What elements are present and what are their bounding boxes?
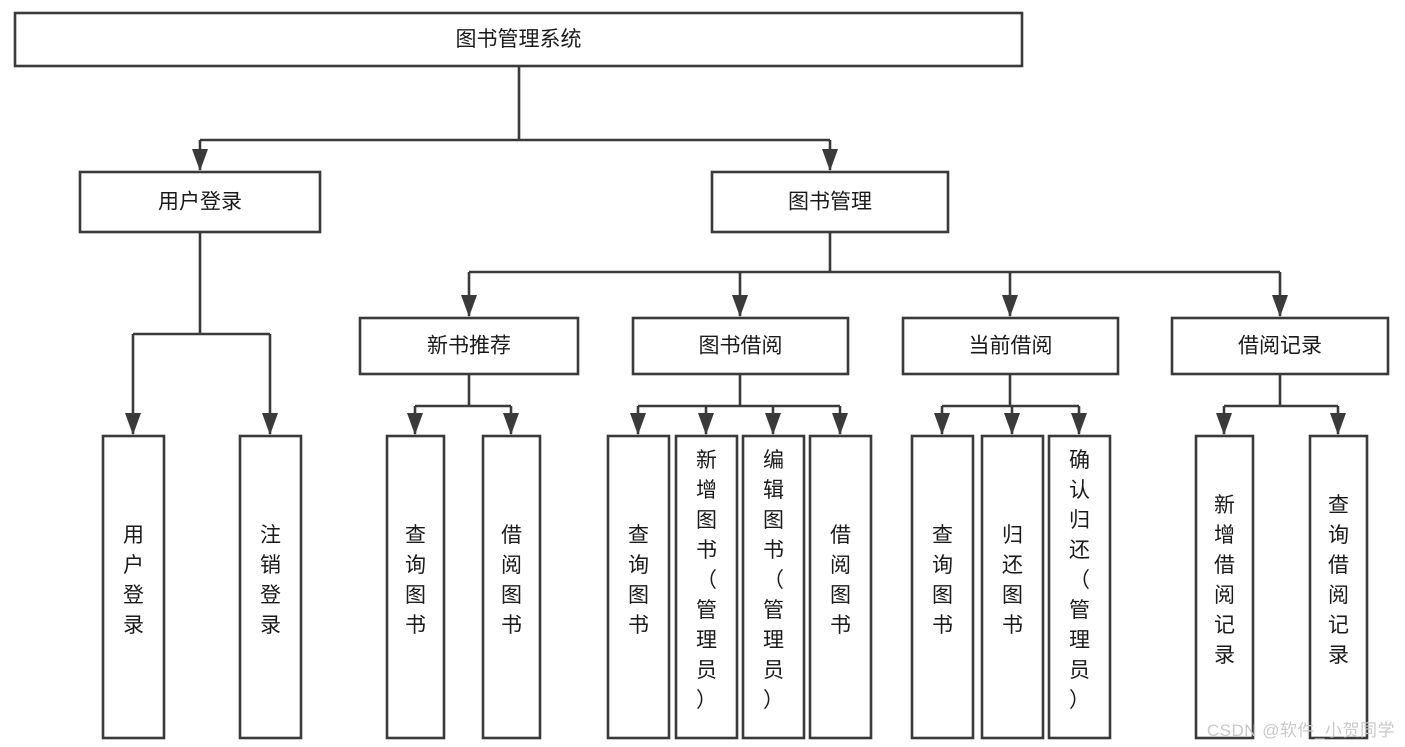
node-label: 当前借阅 (969, 335, 1053, 358)
node-label: 图书管理 (788, 191, 872, 214)
arrow-head-icon (1272, 295, 1288, 317)
node-box[interactable] (1170, 316, 1390, 376)
arrow-head-icon (765, 413, 781, 435)
node-label: 图书管理系统 (456, 28, 582, 51)
node-label: 借阅记录 (1238, 335, 1322, 358)
arrow-head-icon (1216, 413, 1232, 435)
arrow-head-icon (1002, 295, 1018, 317)
node-box[interactable] (901, 316, 1120, 376)
connector-layer (125, 66, 1346, 435)
node-leaf-图书借阅-查询图书[interactable]: 查询图书 (606, 434, 671, 740)
node-leaf-当前借阅-确认归还（管理员）[interactable]: 确认归还（管理员） (1047, 434, 1112, 740)
node-box[interactable] (674, 434, 739, 740)
node-label: 用户登录 (158, 191, 242, 214)
node-box[interactable] (78, 170, 322, 234)
node-leaf-借阅记录-查询借阅记录[interactable]: 查询借阅记录 (1308, 434, 1369, 740)
node-box[interactable] (1194, 434, 1255, 740)
node-leaf-借阅记录-新增借阅记录[interactable]: 新增借阅记录 (1194, 434, 1255, 740)
connector-group (125, 232, 278, 435)
node-label: 借阅图书 (501, 524, 522, 637)
arrow-head-icon (192, 149, 208, 171)
node-box[interactable] (606, 434, 671, 740)
node-label: 编辑图书（管理员） (763, 449, 784, 712)
watermark-text: CSDN @软件_小贺同学 (1206, 721, 1395, 740)
node-label: 借阅图书 (830, 524, 851, 637)
node-leaf-图书借阅-借阅图书[interactable]: 借阅图书 (808, 434, 873, 740)
arrow-head-icon (1004, 413, 1020, 435)
node-box[interactable] (1308, 434, 1369, 740)
node-label: 新增图书（管理员） (696, 449, 717, 712)
node-box[interactable] (741, 434, 806, 740)
node-label: 新增借阅记录 (1214, 494, 1235, 667)
node-root-图书管理系统[interactable]: 图书管理系统 (13, 11, 1024, 68)
node-label: 查询图书 (405, 524, 426, 637)
connector-group (630, 374, 848, 435)
node-box[interactable] (808, 434, 873, 740)
node-level3-当前借阅[interactable]: 当前借阅 (901, 316, 1120, 376)
arrow-head-icon (125, 413, 141, 435)
node-box[interactable] (481, 434, 542, 740)
arrow-head-icon (698, 413, 714, 435)
node-box[interactable] (13, 11, 1024, 68)
arrow-head-icon (1330, 413, 1346, 435)
connector-group (192, 66, 838, 171)
node-level3-新书推荐[interactable]: 新书推荐 (358, 316, 580, 376)
arrow-head-icon (503, 413, 519, 435)
node-leaf-用户登录-用户登录[interactable]: 用户登录 (101, 434, 166, 740)
node-level2-用户登录[interactable]: 用户登录 (78, 170, 322, 234)
node-box[interactable] (710, 170, 950, 234)
node-leaf-图书借阅-编辑图书（管理员）[interactable]: 编辑图书（管理员） (741, 434, 806, 740)
node-label: 归还图书 (1002, 524, 1023, 637)
node-label: 查询图书 (628, 524, 649, 637)
node-box[interactable] (1047, 434, 1112, 740)
node-leaf-新书推荐-借阅图书[interactable]: 借阅图书 (481, 434, 542, 740)
node-leaf-图书借阅-新增图书（管理员）[interactable]: 新增图书（管理员） (674, 434, 739, 740)
arrow-head-icon (1071, 413, 1087, 435)
node-box[interactable] (238, 434, 303, 740)
node-label: 新书推荐 (427, 335, 511, 358)
arrow-head-icon (822, 149, 838, 171)
node-leaf-新书推荐-查询图书[interactable]: 查询图书 (385, 434, 446, 740)
node-leaf-用户登录-注销登录[interactable]: 注销登录 (238, 434, 303, 740)
node-label: 注销登录 (260, 524, 281, 637)
node-label: 查询图书 (932, 524, 953, 637)
node-box[interactable] (980, 434, 1045, 740)
node-label: 查询借阅记录 (1328, 494, 1349, 667)
arrow-head-icon (461, 295, 477, 317)
arrow-head-icon (407, 413, 423, 435)
node-level2-图书管理[interactable]: 图书管理 (710, 170, 950, 234)
node-level3-图书借阅[interactable]: 图书借阅 (631, 316, 850, 376)
node-leaf-当前借阅-查询图书[interactable]: 查询图书 (910, 434, 975, 740)
connector-group (1216, 374, 1346, 435)
node-label: 用户登录 (123, 524, 144, 637)
node-box[interactable] (358, 316, 580, 376)
arrow-head-icon (832, 413, 848, 435)
node-box[interactable] (101, 434, 166, 740)
node-layer: 图书管理系统用户登录图书管理新书推荐图书借阅当前借阅借阅记录用户登录注销登录查询… (13, 11, 1390, 740)
arrow-head-icon (630, 413, 646, 435)
node-box[interactable] (385, 434, 446, 740)
arrow-head-icon (732, 295, 748, 317)
connector-group (934, 374, 1087, 435)
node-level3-借阅记录[interactable]: 借阅记录 (1170, 316, 1390, 376)
arrow-head-icon (262, 413, 278, 435)
arrow-head-icon (934, 413, 950, 435)
node-leaf-当前借阅-归还图书[interactable]: 归还图书 (980, 434, 1045, 740)
node-label: 确认归还（管理员） (1069, 449, 1090, 712)
connector-group (407, 374, 519, 435)
connector-group (461, 232, 1288, 317)
node-box[interactable] (910, 434, 975, 740)
node-box[interactable] (631, 316, 850, 376)
node-label: 图书借阅 (699, 335, 783, 358)
